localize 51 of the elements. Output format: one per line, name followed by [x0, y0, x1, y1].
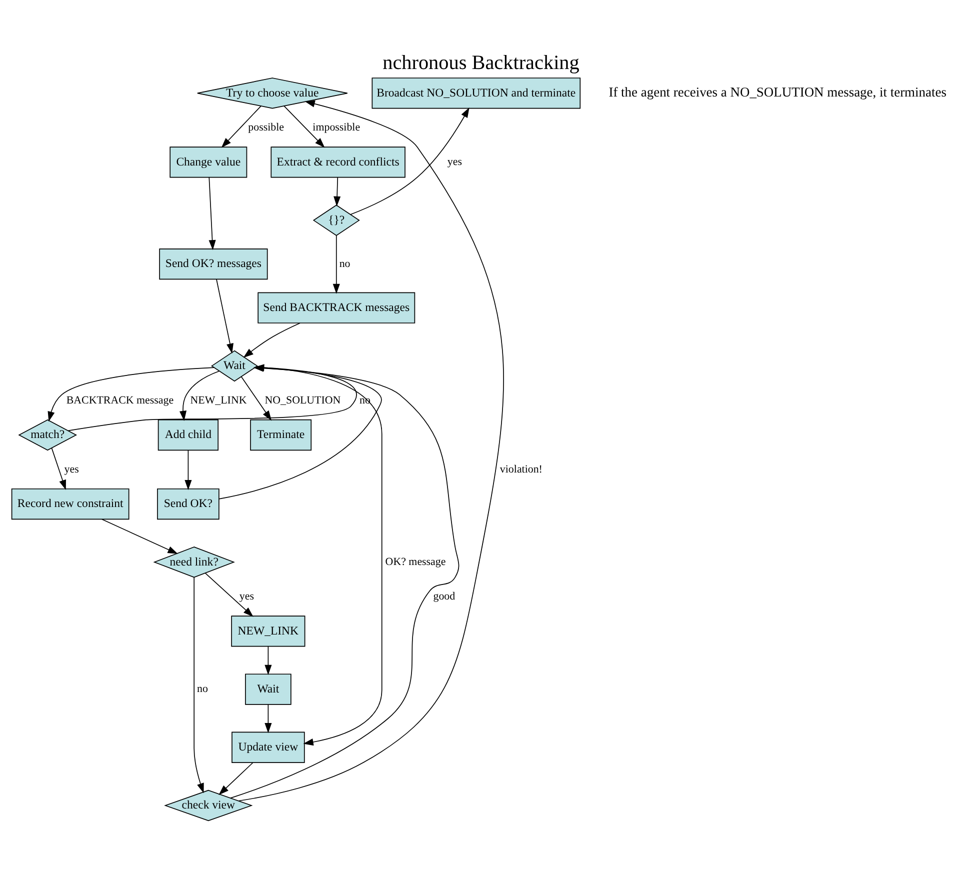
- arrow: [48, 366, 214, 422]
- node-box: Add child: [158, 418, 218, 450]
- edge-label: NO_SOLUTION: [264, 394, 341, 406]
- edge-label: impossible: [312, 121, 360, 134]
- diagram-title: nchronous Backtracking: [382, 51, 580, 74]
- arrow: [180, 370, 220, 420]
- arrow: [101, 518, 178, 554]
- arrow: [334, 176, 341, 206]
- edge-label: BACKTRACK message: [66, 394, 174, 406]
- arrow: [238, 100, 504, 801]
- edge-label: yes: [447, 156, 462, 168]
- node-diamond: {}?: [312, 204, 360, 236]
- node-box: Terminate: [250, 418, 312, 450]
- arrow: [194, 576, 204, 793]
- arrow: [208, 176, 216, 250]
- edge-label: OK? message: [385, 556, 446, 568]
- arrow: [264, 704, 272, 733]
- node-diamond: match?: [18, 418, 77, 450]
- edge-label: no: [339, 257, 350, 270]
- node-box: Update view: [232, 731, 305, 762]
- node-box: Send OK? messages: [159, 248, 268, 280]
- arrow: [221, 105, 262, 148]
- edge-label: possible: [248, 121, 284, 134]
- arrow: [350, 106, 470, 214]
- node-box: Send BACKTRACK messages: [258, 292, 416, 323]
- node-box: Send OK?: [157, 488, 220, 520]
- node-box: Wait: [245, 673, 292, 704]
- arrow: [218, 762, 254, 794]
- edge-label: no: [197, 682, 208, 695]
- edge-label: yes: [239, 590, 254, 602]
- label: If the agent receives a NO_SOLUTION message, it terminates: [608, 84, 946, 99]
- node-box: NEW_LINK: [231, 615, 306, 646]
- node-box: Change value: [170, 146, 248, 178]
- arrow: [216, 278, 234, 354]
- arrow: [243, 322, 300, 358]
- arrow: [284, 105, 325, 148]
- arrow: [51, 447, 66, 490]
- arrow: [332, 234, 340, 294]
- edge-label: good: [433, 590, 456, 602]
- node-box: Extract & record conflicts: [270, 146, 406, 178]
- node-diamond: Wait: [211, 350, 258, 382]
- arrow: [184, 450, 192, 490]
- edge-label: yes: [64, 462, 79, 475]
- edge-label: NEW_LINK: [190, 394, 247, 406]
- edge-label: violation!: [500, 462, 542, 475]
- arrow: [204, 572, 254, 616]
- node-diamond: check view: [164, 789, 253, 821]
- arrow: [264, 646, 272, 675]
- node-box: Record new constraint: [11, 488, 130, 520]
- arrow: [240, 376, 272, 420]
- node-box: Broadcast NO_SOLUTION and terminate: [372, 77, 581, 108]
